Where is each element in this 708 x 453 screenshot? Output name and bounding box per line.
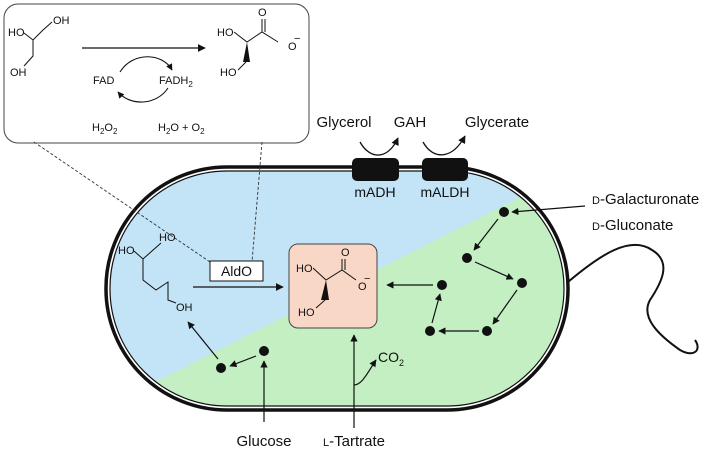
pathway-dot: [259, 346, 269, 356]
cell-glycerol-structure: HO HO OH: [118, 232, 193, 314]
inset-leader-right: [251, 141, 263, 263]
gah-label: GAH: [394, 114, 427, 131]
galacturonate-pathway: [386, 207, 527, 336]
inset-glycerate-charge: −: [294, 33, 300, 45]
inset-fad-regeneration-arrow: [117, 87, 169, 103]
product-charge: −: [364, 273, 370, 285]
inset-glycerol-ho: HO: [8, 27, 25, 39]
glycerol-label: Glycerol: [316, 114, 371, 131]
aldo-enzyme-box: [209, 260, 264, 282]
aldo-label: AldO: [221, 263, 252, 279]
inset-glycerate-ho-bottom: HO: [220, 67, 237, 79]
pathway-dot: [499, 207, 509, 217]
inset-fad-label: FAD: [93, 75, 114, 87]
madh-label: mADH: [354, 184, 395, 200]
tartrate-pathway: CO2: [350, 334, 404, 428]
madh-enzyme-block: [352, 158, 399, 181]
pathway-dot: [425, 326, 435, 336]
inset-fad-reduction-arrow: [119, 56, 173, 73]
maldh-enzyme-block: [422, 158, 468, 181]
inner-membrane: [109, 170, 565, 407]
cell-glycerol-ho-top: HO: [159, 232, 176, 244]
cell-glycerol-ho: HO: [118, 245, 135, 257]
flagellum: [567, 243, 699, 355]
inset-glycerate-o: O: [258, 7, 267, 19]
co2-release-arrow: [353, 359, 377, 386]
inset-fadh2-label: FADH2: [159, 75, 193, 89]
co2-label: CO2: [378, 349, 404, 368]
pathway-dot: [482, 326, 492, 336]
outer-membrane: [104, 165, 570, 412]
galacturonate-label: D-Galacturonate: [592, 191, 699, 208]
glucose-pathway: [187, 321, 269, 422]
tartrate-label: L-Tartrate: [323, 433, 385, 450]
product-o: O: [341, 247, 350, 259]
glycerate-label: Glycerate: [465, 114, 529, 131]
product-ho: HO: [296, 263, 313, 275]
cell-glycerol-oh: OH: [176, 302, 193, 314]
product-ominus: O: [358, 281, 367, 293]
madh-reaction-arrow: [359, 137, 399, 156]
pathway-dot: [517, 278, 527, 288]
inset-h2o2-label: H2O2: [92, 122, 118, 136]
inset-glycerol-oh-bottom: OH: [10, 67, 27, 79]
pathway-dot: [462, 253, 472, 263]
pathway-dot: [437, 280, 447, 290]
inset-glycerate-ho: HO: [217, 27, 234, 39]
glycerate-product-box: HO O O − HO: [288, 243, 378, 329]
inset-glycerol-oh-top: OH: [53, 15, 70, 27]
maldh-reaction-arrow: [422, 135, 466, 156]
pathway-dot: [216, 363, 226, 373]
inset-h2o-o2-label: H2O + O2: [158, 122, 205, 136]
inset-glycerate-ominus: O: [288, 41, 297, 53]
glucose-label: Glucose: [236, 433, 291, 450]
inset-glycerol-structure: HO OH OH: [8, 15, 70, 79]
aldo-reaction-inset: HO OH OH HO O O − HO FAD FADH2 H2O2 H2O …: [3, 3, 310, 144]
product-ho-bottom: HO: [298, 307, 315, 319]
maldh-label: mALDH: [420, 184, 469, 200]
inset-glycerate-structure: HO O O − HO: [217, 7, 300, 79]
gluconate-label: D-Gluconate: [592, 217, 673, 234]
inset-leader-left: [33, 141, 211, 263]
galacturonate-uptake-arrow: [511, 205, 586, 216]
